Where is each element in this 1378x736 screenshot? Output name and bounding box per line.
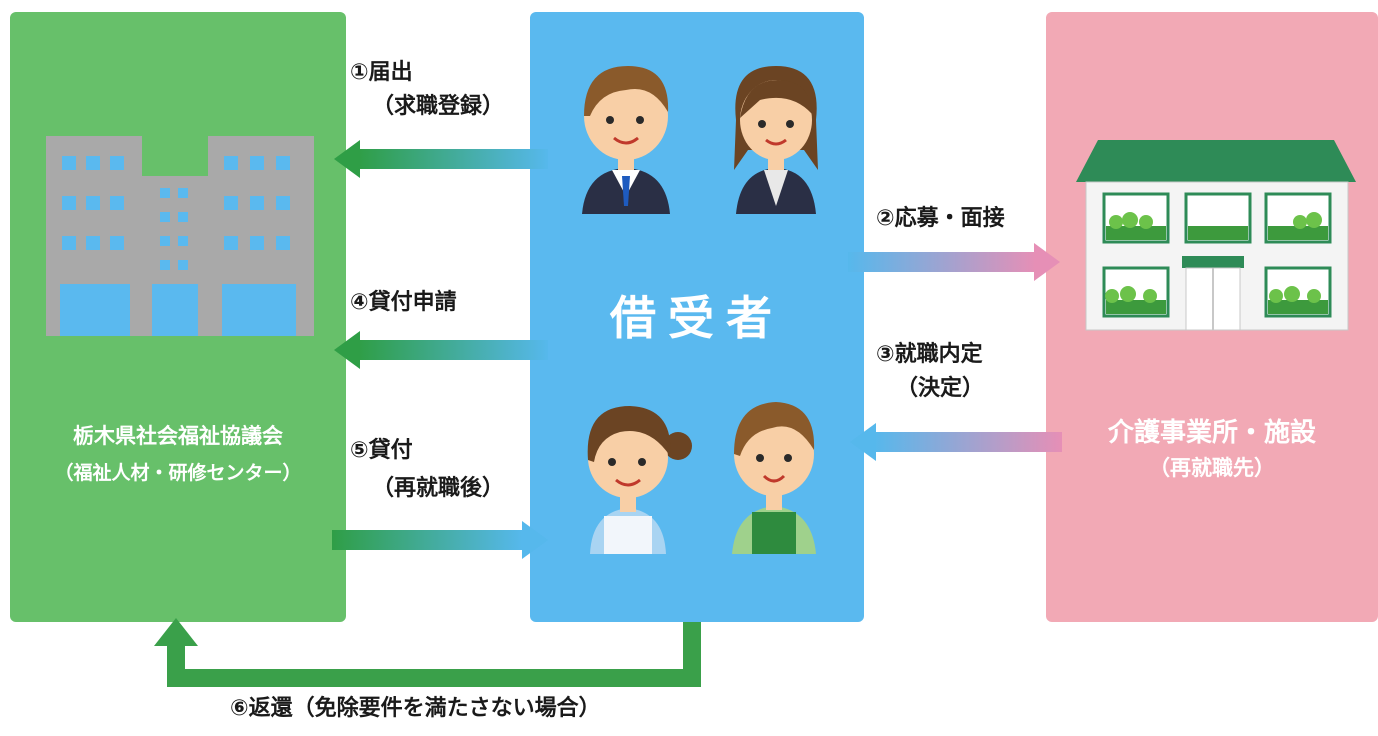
council-name: 栃木県社会福祉協議会 [73,424,283,448]
facility-name: 介護事業所・施設 [1107,418,1316,448]
facility-subtitle: （再就職先） [1149,456,1275,480]
arrow-step4 [334,331,548,369]
arrow-step6 [154,618,701,687]
step1-label: ①届出 [350,60,413,85]
office-building-icon [46,136,314,336]
arrow-step3 [850,423,1062,461]
arrow-step1 [334,140,548,178]
council-subtitle: （福祉人材・研修センター） [54,462,302,484]
step1-sublabel: （求職登録） [372,94,505,119]
step4-label: ④貸付申請 [350,290,457,315]
step6-label: ⑥返還（免除要件を満たさない場合） [230,696,601,721]
step5-sublabel: （再就職後） [372,476,505,501]
arrow-step2 [848,243,1060,281]
arrow-step5 [332,521,548,559]
woman-apron-icon [587,406,692,554]
step3-sublabel: （決定） [896,376,985,401]
woman-suit-icon [734,66,818,214]
man-apron-icon [732,402,816,554]
care-facility-icon [1076,140,1356,331]
step5-label: ⑤貸付 [350,438,413,463]
borrower-name: 借受者 [610,291,784,345]
step2-label: ②応募・面接 [876,206,1005,231]
step3-label: ③就職内定 [876,342,983,367]
man-suit-icon [582,66,670,214]
